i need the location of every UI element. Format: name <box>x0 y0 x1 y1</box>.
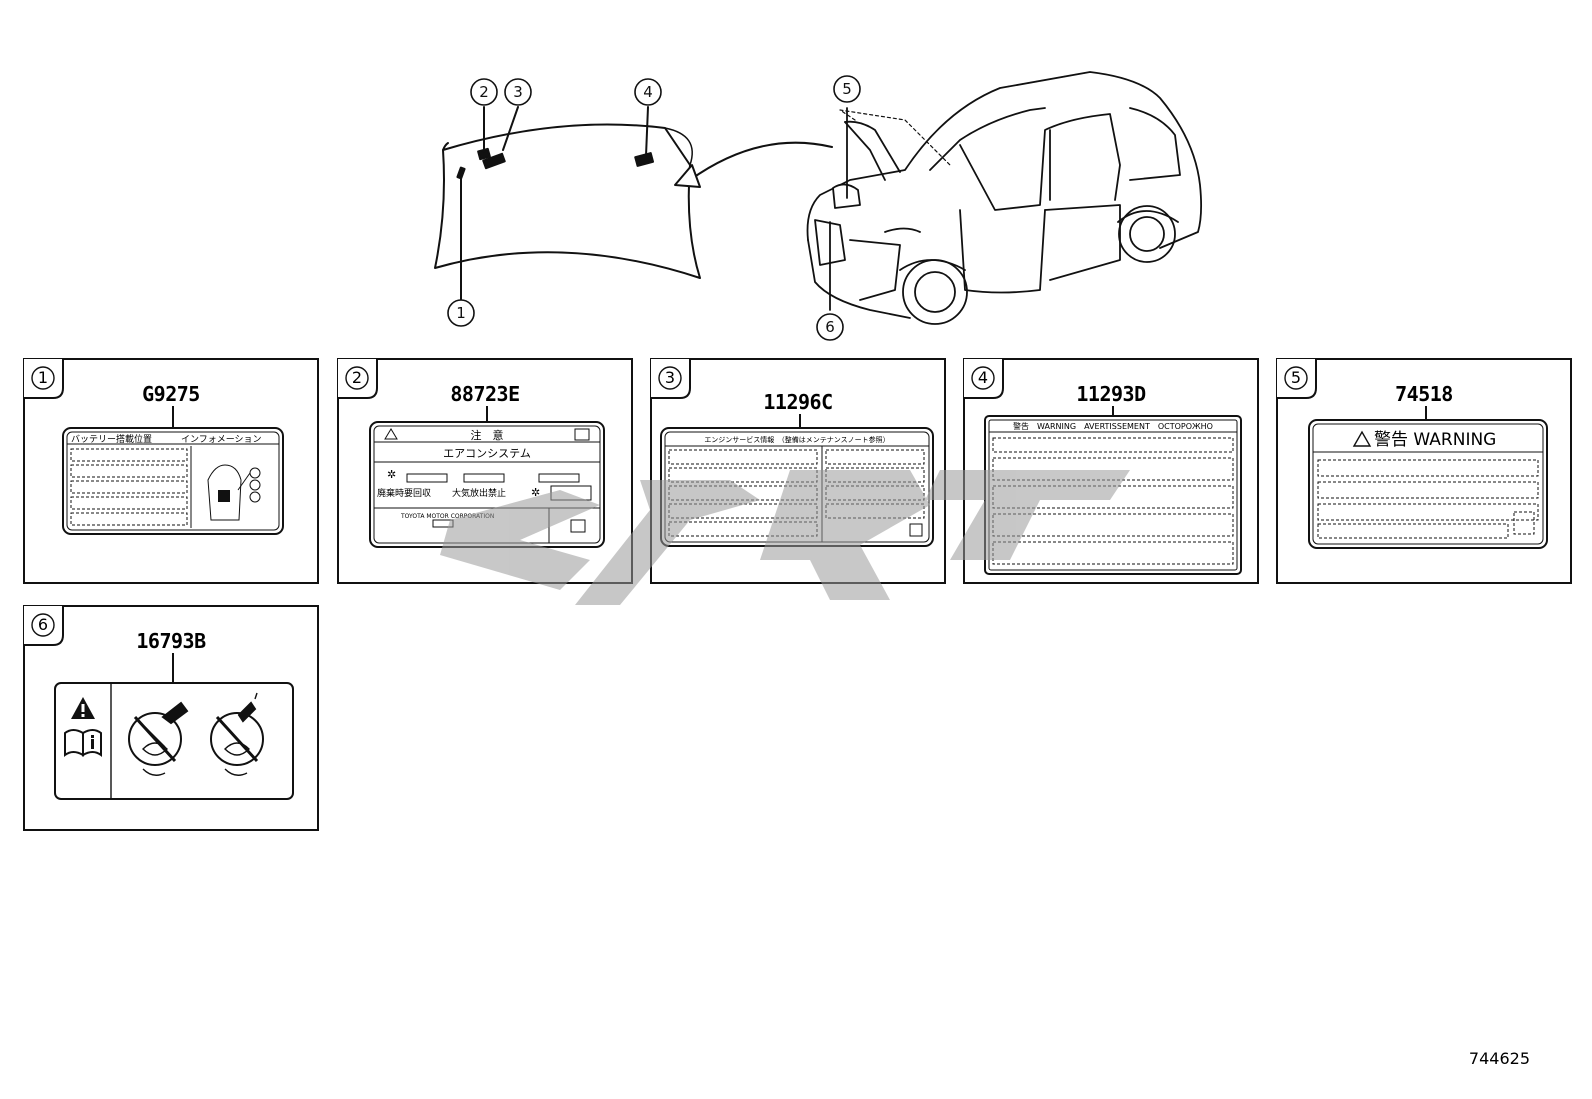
part-number: 16793B <box>136 629 206 653</box>
label-text: インフォメーション <box>181 435 262 445</box>
label-panel-3: 3 11296C エンジンサービス情報 （整備はメンテナンスノート参照） <box>650 358 946 584</box>
callout-circle-6 <box>816 313 844 341</box>
hood-panel <box>434 123 701 279</box>
panel-number-badge: 4 <box>963 358 1007 400</box>
label-panel-1: 1 G9275 バッテリー搭載位置 インフォメーション <box>23 358 319 584</box>
panel-number-badge: 1 <box>23 358 67 400</box>
label-text: 警告 WARNING <box>1374 430 1496 450</box>
part-number: 11293D <box>1076 382 1146 406</box>
label-drawing: 警告 WARNING AVERTISSEMENT OCTOPOЖHO <box>984 406 1242 575</box>
label-mark-1 <box>456 166 466 180</box>
label-mark-4 <box>634 152 655 167</box>
panel-number: 3 <box>664 368 676 387</box>
callout-number: 5 <box>842 80 852 98</box>
callout-circle-2 <box>470 78 498 106</box>
label-text: エアコンシステム <box>443 447 531 460</box>
label-drawing <box>54 653 294 800</box>
car-outline <box>806 71 1203 325</box>
label-text: エンジンサービス情報 （整備はメンテナンスノート参照） <box>704 435 889 444</box>
panel-number: 4 <box>977 368 989 387</box>
label-drawing: バッテリー搭載位置 インフォメーション <box>62 406 284 535</box>
label-drawing: 注 意 エアコンシステム ✲ ✲ 廃棄時要回収 大気放出禁止 TOYOTA MO… <box>369 406 605 548</box>
panel-number-badge: 3 <box>650 358 694 400</box>
part-number: 11296C <box>763 390 833 414</box>
part-number: 74518 <box>1395 382 1453 406</box>
panel-number-badge: 2 <box>337 358 381 400</box>
callout-number: 2 <box>479 83 489 101</box>
label-drawing: エンジンサービス情報 （整備はメンテナンスノート参照） <box>660 414 934 547</box>
callout-number: 4 <box>643 83 653 101</box>
warning-triangle-icon <box>71 697 95 719</box>
label-panel-4: 4 11293D 警告 WARNING AVERTISSEMENT OCTOPO… <box>963 358 1259 584</box>
label-mark-3 <box>482 152 506 170</box>
callout-circle-1 <box>447 299 475 327</box>
part-number: G9275 <box>142 382 200 406</box>
callout-number: 6 <box>825 318 835 336</box>
part-number: 88723E <box>450 382 520 406</box>
label-text: 大気放出禁止 <box>452 487 506 499</box>
reference-number: 744625 <box>1468 1049 1530 1068</box>
panel-number: 2 <box>351 368 363 387</box>
panel-number: 1 <box>37 368 49 387</box>
label-text: 廃棄時要回収 <box>377 487 431 499</box>
label-panel-2: 2 88723E 注 意 エアコンシステム ✲ ✲ 廃棄時要回収 大気放出禁止 … <box>337 358 633 584</box>
label-text: 警告 WARNING AVERTISSEMENT OCTOPOЖHO <box>1013 421 1213 431</box>
callout-number: 1 <box>456 304 466 322</box>
no-spark-icon <box>210 692 264 776</box>
svg-text:✲: ✲ <box>387 468 396 481</box>
callout-number: 3 <box>513 83 523 101</box>
no-flame-icon <box>128 701 189 776</box>
label-panel-6: 6 16793B <box>23 605 319 831</box>
label-text: TOYOTA MOTOR CORPORATION <box>400 513 494 520</box>
panel-number: 5 <box>1290 368 1302 387</box>
callout-circle-5 <box>833 75 861 103</box>
callout-circle-4 <box>634 78 662 106</box>
label-text: 注 意 <box>471 428 504 442</box>
direction-arrow <box>674 141 833 188</box>
label-panel-5: 5 74518 警告 WARNING <box>1276 358 1572 584</box>
callout-circle-3 <box>504 78 532 106</box>
panel-number: 6 <box>37 615 49 634</box>
label-mark-2 <box>477 147 491 161</box>
svg-text:✲: ✲ <box>531 486 540 499</box>
label-text: バッテリー搭載位置 <box>71 433 152 445</box>
label-drawing: 警告 WARNING <box>1308 406 1548 549</box>
vehicle-illustration: 2 3 4 1 5 6 <box>434 71 1203 341</box>
owners-manual-icon <box>64 729 102 757</box>
panel-number-badge: 5 <box>1276 358 1320 400</box>
panel-number-badge: 6 <box>23 605 67 647</box>
